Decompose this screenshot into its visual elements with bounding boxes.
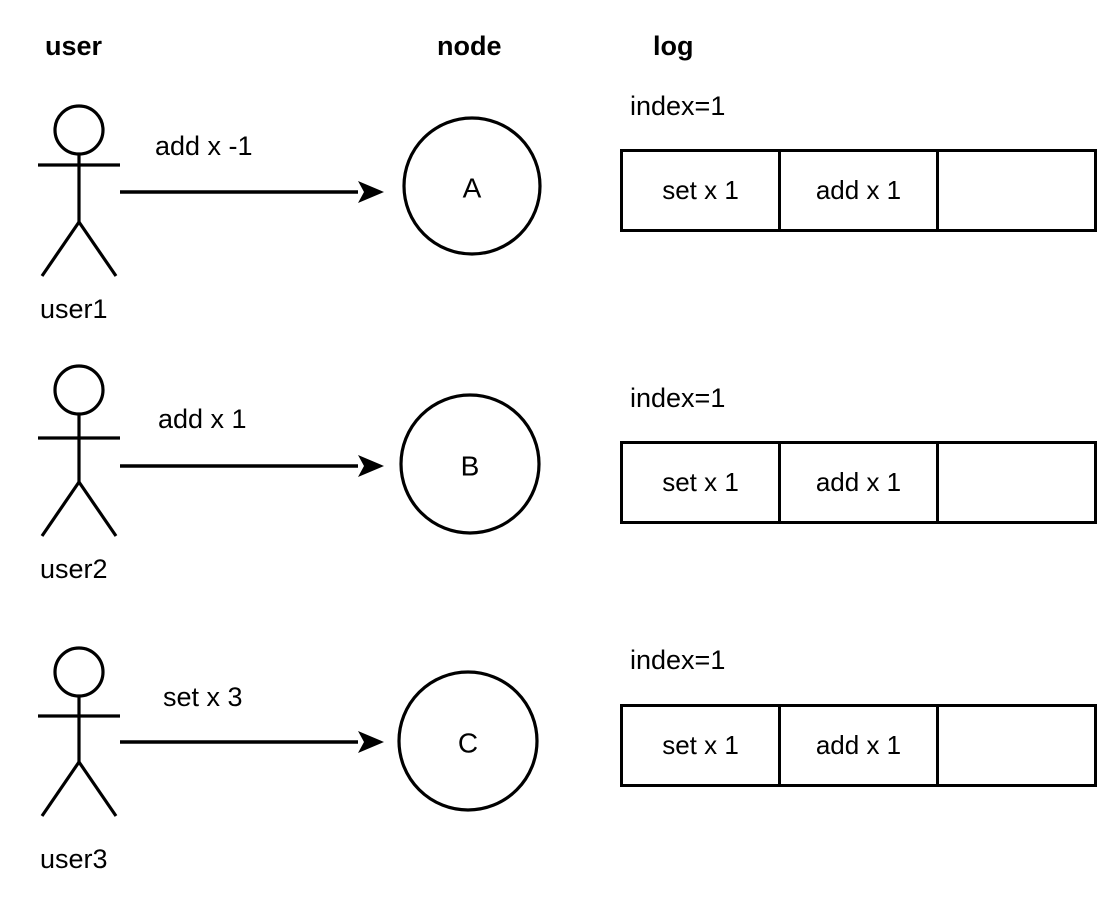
log-table-1: set x 1 add x 1	[620, 149, 1097, 232]
message-arrow-1	[120, 181, 384, 203]
message-arrow-3	[120, 731, 384, 753]
log-index-label-3: index=1	[630, 645, 726, 675]
actor-figure-user2	[38, 364, 120, 537]
log-cell[interactable]: add x 1	[781, 707, 939, 784]
actor-figure-user3	[38, 646, 120, 817]
log-cell[interactable]: set x 1	[623, 152, 781, 229]
log-cell[interactable]: set x 1	[623, 707, 781, 784]
log-cell[interactable]	[939, 444, 1094, 521]
log-table-2: set x 1 add x 1	[620, 441, 1097, 524]
node-circle-c: C	[397, 670, 539, 812]
log-cell[interactable]	[939, 707, 1094, 784]
log-index-label-1: index=1	[630, 91, 726, 121]
message-label-2: add x 1	[158, 404, 247, 434]
node-circle-a: A	[402, 116, 542, 256]
message-label-1: add x -1	[155, 131, 253, 161]
message-arrow-2	[120, 455, 384, 477]
log-cell[interactable]: add x 1	[781, 152, 939, 229]
message-label-3: set x 3	[163, 682, 243, 712]
log-table-3: set x 1 add x 1	[620, 704, 1097, 787]
actor-label-user3: user3	[40, 844, 108, 874]
log-cell[interactable]	[939, 152, 1094, 229]
node-letter-a: A	[463, 173, 482, 204]
node-letter-c: C	[458, 728, 478, 759]
log-index-label-2: index=1	[630, 383, 726, 413]
node-letter-b: B	[461, 451, 480, 482]
actor-figure-user1	[38, 104, 120, 277]
log-cell[interactable]: set x 1	[623, 444, 781, 521]
actor-label-user2: user2	[40, 554, 108, 584]
column-header-user: user	[45, 31, 103, 61]
node-circle-b: B	[399, 393, 541, 535]
log-cell[interactable]: add x 1	[781, 444, 939, 521]
column-header-log: log	[653, 31, 694, 61]
column-header-node: node	[437, 31, 502, 61]
actor-label-user1: user1	[40, 294, 108, 324]
